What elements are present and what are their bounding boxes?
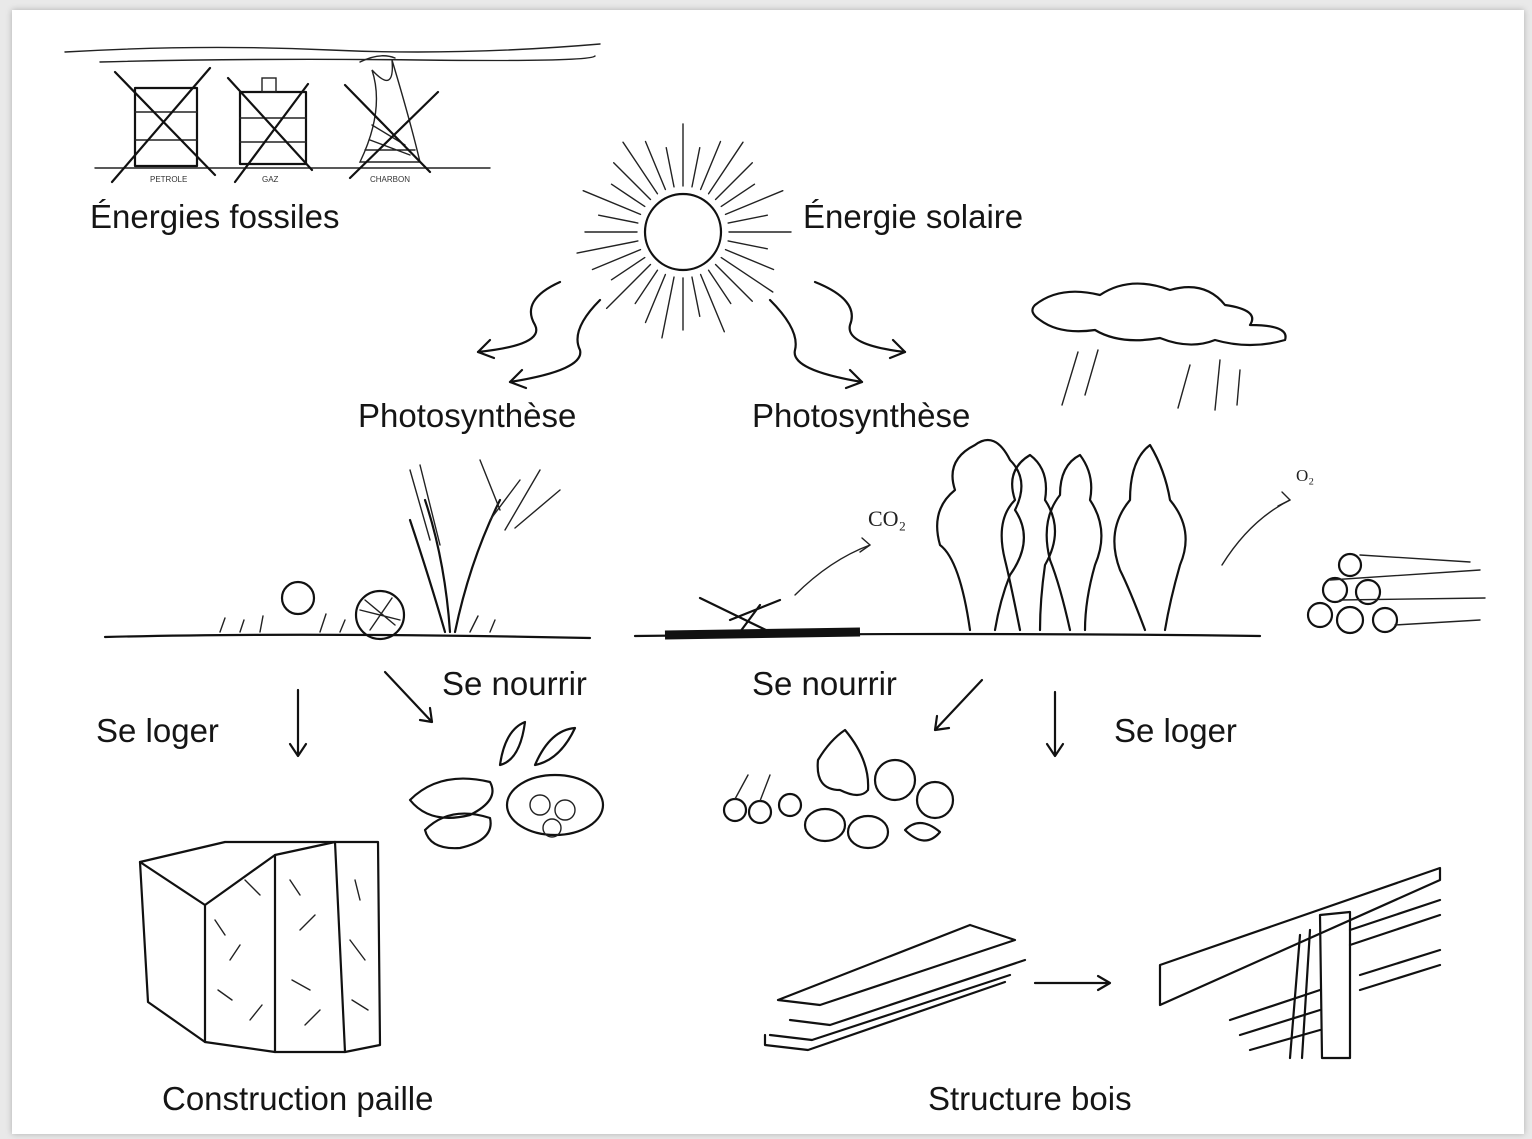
solar-energy-label: Énergie solaire [803,198,1023,236]
fossil-energies-sketch [65,44,600,182]
feed-right-label: Se nourrir [752,665,897,703]
tree-group [937,440,1185,630]
activity-arrows [290,672,1063,756]
sun-ray [709,142,743,194]
timber-frame-sketch [1160,868,1440,1058]
sun-ray [716,163,753,200]
sun-ray [666,148,674,187]
sun-ray [692,277,700,316]
sun-ray [614,163,651,200]
sun-ray [611,184,644,206]
sun-ray [635,270,657,303]
fossil-label-petrole: PETROLE [150,175,187,184]
sun-ray [725,250,773,270]
fossil-label-gaz: GAZ [262,175,278,184]
sun-ray [611,258,644,280]
planks-to-frame-arrow [1035,976,1110,990]
sun-ray [692,148,700,187]
coal-fire-icon [345,56,438,178]
sun-ray [607,265,651,309]
sun-ray [662,277,674,338]
rain-cloud-icon [1032,284,1285,410]
sun-ray [583,191,640,215]
house-left-label: Se loger [96,712,219,750]
gas-tank-icon [228,78,312,182]
sun-ray [623,142,657,194]
sun-ray [701,274,725,331]
cereal-food-sketch [410,722,603,848]
sun-ray [728,215,767,223]
forest-scene [665,440,1485,635]
wheat-and-straw-bales [220,460,560,639]
sun-ray [701,141,721,189]
co2-label: CO₂ [868,506,906,532]
sun-arrows [478,282,905,388]
fossil-label-charbon: CHARBON [370,175,410,184]
sun-icon [577,124,791,338]
sun-ray [645,141,665,189]
o2-label: O₂ [1296,466,1314,486]
wood-planks-sketch [765,925,1025,1050]
sun-ray [709,270,731,303]
feed-left-label: Se nourrir [442,665,587,703]
sun-ray [592,250,640,270]
wood-structure-label: Structure bois [928,1080,1132,1118]
sun-ray [716,265,753,302]
house-right-label: Se loger [1114,712,1237,750]
sun-ray [728,241,767,249]
sun-ray [645,274,665,322]
fossil-energies-label: Énergies fossiles [90,198,339,236]
sun-ray [725,191,782,215]
straw-wall-sketch [140,842,380,1052]
sun-ray [599,215,638,223]
oil-barrel-icon [112,68,215,182]
log-pile-icon [1308,554,1485,633]
sun-ray [577,241,638,253]
straw-construction-label: Construction paille [162,1080,433,1118]
fruit-sketch [724,730,953,848]
photosynthesis-right-label: Photosynthèse [752,397,970,435]
photosynthesis-left-label: Photosynthèse [358,397,576,435]
sun-ray [721,258,773,292]
sun-ray [721,184,754,206]
